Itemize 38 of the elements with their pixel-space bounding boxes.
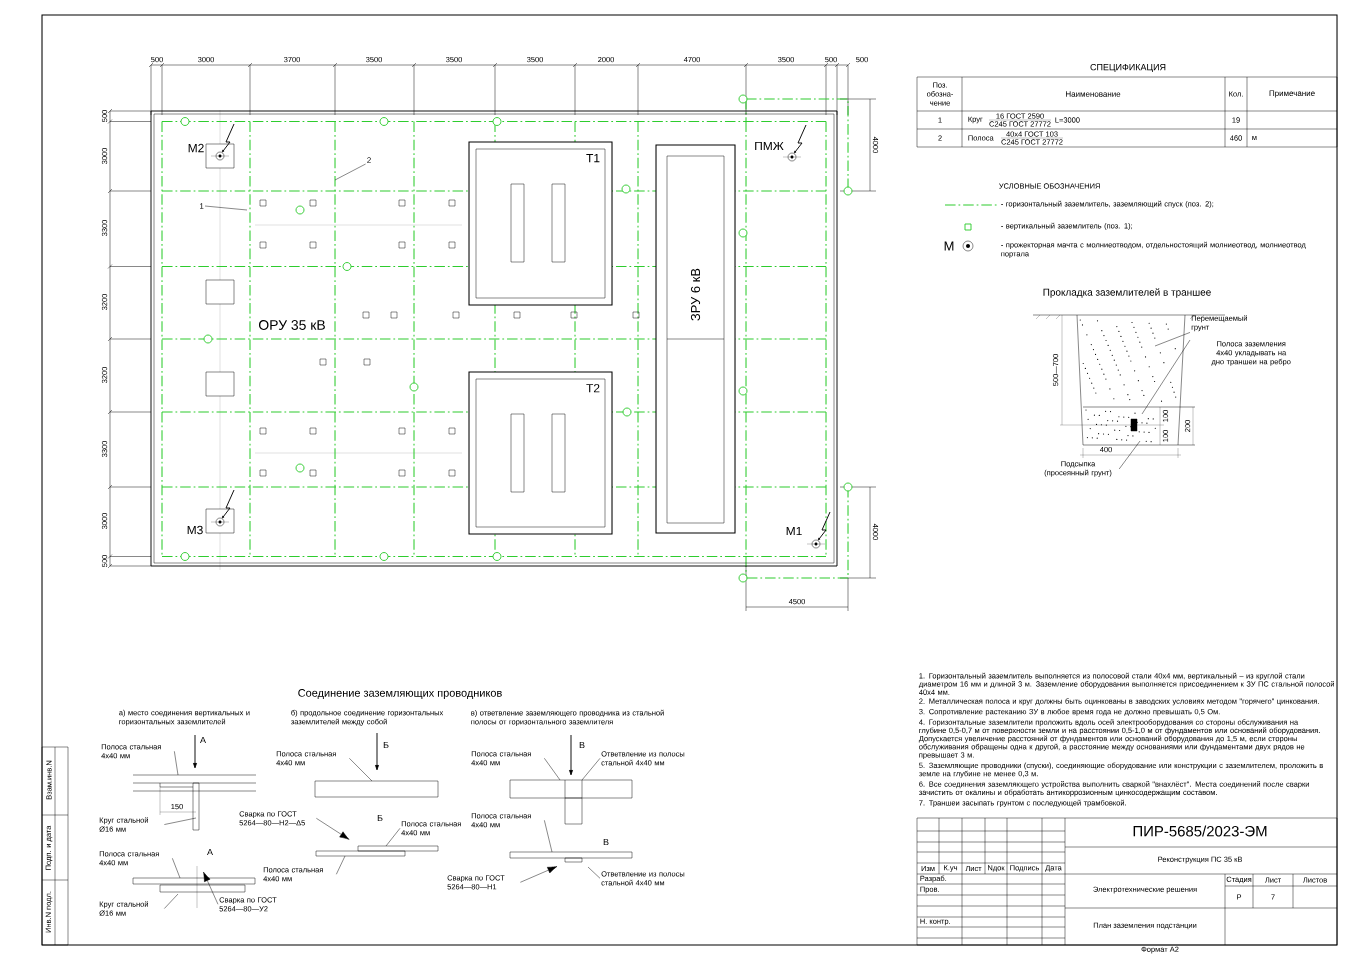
leader-line [336, 855, 346, 875]
leader-line [520, 866, 558, 883]
leader-line [174, 751, 179, 776]
area-label: ОРУ 35 кВ [259, 320, 325, 330]
leader-line [334, 163, 366, 181]
switchgear-building: ЗРУ 6 кВ [655, 144, 736, 534]
mast-label: ПМЖ [755, 141, 784, 151]
leader-line [544, 820, 553, 853]
section-title: Соединение заземляющих проводников [298, 689, 502, 699]
leader-line [544, 758, 561, 781]
document-code: ПИР-5685/2023-ЭМ [1133, 825, 1267, 837]
table-title: СПЕЦИФИКАЦИЯ [1090, 64, 1166, 72]
transformer-box: Т1 [468, 141, 613, 306]
leader-line [581, 758, 601, 781]
transformer-box: Т2 [468, 371, 613, 535]
leader-line [316, 818, 350, 840]
view-letter: А [207, 848, 213, 856]
leader-line [385, 828, 401, 847]
view-letter: В [603, 838, 609, 846]
leader-line [349, 758, 373, 782]
leader-line [587, 866, 601, 879]
mast-label: М2 [188, 143, 204, 153]
section-title: Прокладка заземлителей в траншее [1043, 288, 1211, 298]
mast-letter: М [944, 241, 954, 251]
leader-line [164, 893, 179, 909]
leader-line [203, 871, 219, 905]
leader-line [1154, 332, 1191, 347]
view-letter: А [200, 736, 206, 744]
mast-label: М3 [187, 525, 203, 535]
view-letter: Б [383, 741, 389, 749]
view-letter: Б [377, 814, 383, 822]
view-letter: В [579, 741, 585, 749]
leader-line [1141, 339, 1191, 415]
leader-line [1118, 440, 1141, 470]
leader-line [172, 858, 181, 879]
leader-line [164, 817, 197, 825]
leader-line [204, 205, 248, 211]
mast-label: М1 [786, 526, 802, 536]
